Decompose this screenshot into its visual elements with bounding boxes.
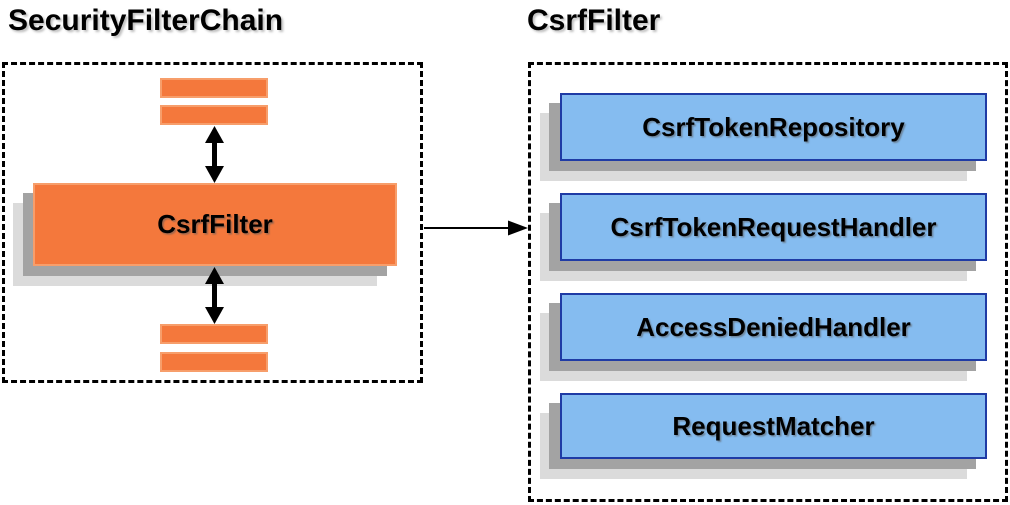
component-access-denied-handler: AccessDeniedHandler [560, 293, 987, 361]
filter-bar-bottom-1 [160, 324, 268, 344]
component-csrf-token-request-handler: CsrfTokenRequestHandler [560, 193, 987, 261]
component-request-matcher: RequestMatcher [560, 393, 987, 459]
csrf-filter-node-label: CsrfFilter [157, 209, 273, 239]
component-label: CsrfTokenRepository [642, 111, 905, 142]
filter-bar-top-1 [160, 78, 268, 98]
filter-bar-bottom-2 [160, 352, 268, 372]
component-label: AccessDeniedHandler [636, 311, 911, 342]
bidirectional-arrow-icon-top [205, 126, 224, 183]
bidirectional-arrow-icon-bottom [205, 267, 224, 324]
csrf-filter-container [528, 62, 1008, 502]
component-label: RequestMatcher [672, 410, 875, 441]
component-label: CsrfTokenRequestHandler [610, 211, 937, 242]
flow-arrow-icon [424, 220, 528, 236]
csrf-filter-title: CsrfFilter [527, 4, 661, 37]
csrf-filter-node: CsrfFilter [33, 183, 397, 266]
component-csrf-token-repository: CsrfTokenRepository [560, 93, 987, 161]
security-filter-chain-container [2, 62, 423, 383]
security-filter-chain-title: SecurityFilterChain [8, 4, 284, 37]
filter-bar-top-2 [160, 105, 268, 125]
